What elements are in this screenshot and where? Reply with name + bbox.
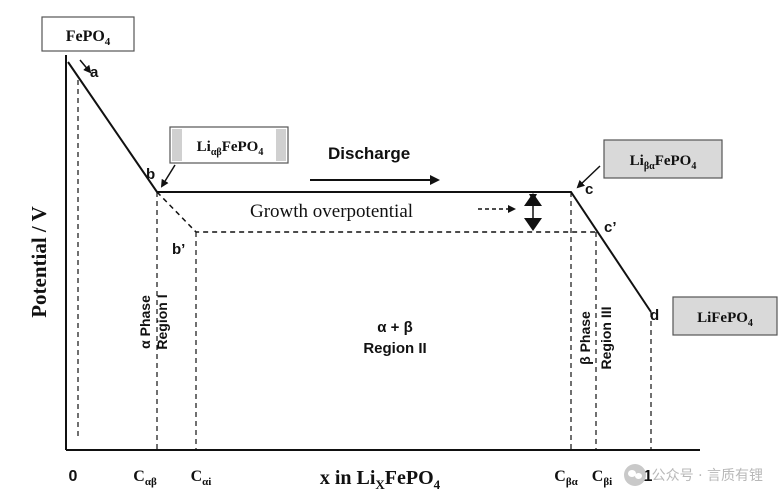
potential-curve [67, 61, 652, 313]
li-ab-fepo4-box: LiαβFePO4 [169, 126, 289, 164]
svg-text:LiFePO4: LiFePO4 [697, 310, 753, 329]
point-label-d: d [650, 307, 659, 324]
arrow-c [576, 165, 601, 189]
discharge-label: Discharge [328, 144, 410, 163]
tick-label-one: 1 [644, 468, 653, 485]
overpotential-arrowhead-top [524, 193, 542, 206]
point-label-b: b [146, 166, 155, 183]
svg-text:LiαβFePO4: LiαβFePO4 [197, 139, 264, 158]
lifepo4-box: LiFePO4 [672, 296, 778, 336]
watermark: 公众号 · 言质有锂 [623, 464, 763, 486]
point-label-c-prime: c’ [604, 219, 617, 236]
svg-text:FePO4: FePO4 [66, 28, 111, 48]
region3-label-line2: Region III [598, 307, 614, 370]
tick-label-c-ab: Cαβ [133, 468, 157, 488]
point-label-c: c [585, 181, 593, 198]
svg-text:LiβαFePO4: LiβαFePO4 [630, 153, 697, 172]
li-ba-fepo4-box: LiβαFePO4 [603, 139, 723, 179]
growth-overpotential-label: Growth overpotential [250, 201, 413, 222]
arrow-b [160, 164, 176, 188]
fepo4-box: FePO4 [41, 16, 135, 52]
region2-label-line2: Region II [363, 340, 426, 357]
tick-label-c-bi: Cβi [592, 468, 612, 488]
y-axis-label: Potential / V [27, 206, 51, 318]
tick-label-c-ba: Cβα [554, 468, 578, 488]
region2-label-line1: α + β [377, 319, 412, 336]
overpotential-arrowhead-bottom [524, 218, 542, 231]
tick-label-c-ai: Cαi [191, 468, 212, 488]
fepo4-sub: 4 [105, 36, 111, 48]
watermark-text: 公众号 · 言质有锂 [651, 468, 763, 484]
tick-label-zero: 0 [69, 468, 78, 485]
x-axis-label: x in LiXFePO4 [320, 467, 441, 492]
point-label-b-prime: b’ [172, 241, 185, 258]
arrow-a [79, 59, 92, 74]
chat-bubble-icon [623, 464, 646, 486]
point-label-a: a [90, 64, 99, 81]
region1-label-line2: Region I [154, 294, 170, 349]
region3-label-line1: β Phase [577, 311, 593, 365]
fepo4-text: FePO [66, 28, 105, 45]
region1-label-line1: α Phase [137, 295, 153, 349]
